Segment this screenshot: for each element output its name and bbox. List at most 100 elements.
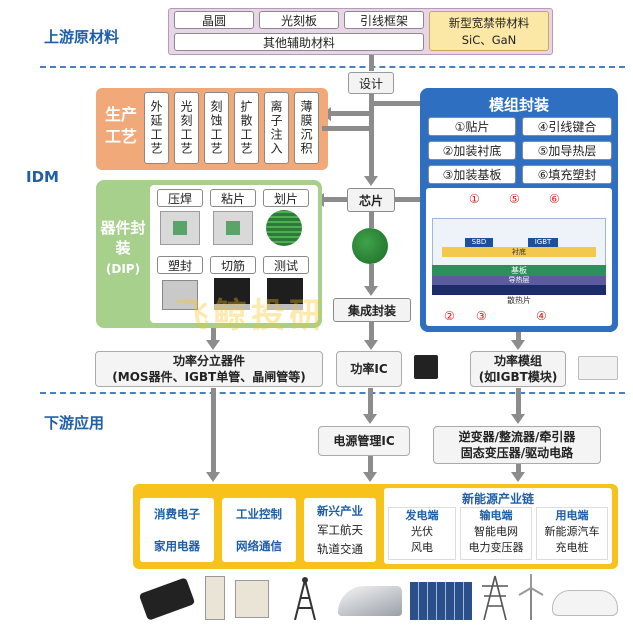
module-step-1: ①贴片 <box>428 117 516 136</box>
device-package-title: 器件封装 <box>100 219 146 257</box>
arrow-module-inverter <box>516 388 521 416</box>
ups-icon <box>235 580 269 618</box>
arrow-head-apps-3 <box>511 472 525 482</box>
step-testing: 测试 <box>263 256 309 274</box>
device-package-subtitle: (DIP) <box>105 262 141 276</box>
app-home-appliances: 家用电器 <box>154 538 200 553</box>
module-package-title: 模组封装 <box>488 96 549 114</box>
inverter-line1: 逆变器/整流器/牵引器 <box>458 430 576 444</box>
new-energy-panel <box>384 488 612 564</box>
watermark: 飞鲸投研 <box>175 296 327 336</box>
divider-downstream <box>40 392 625 394</box>
section-upstream-label: 上游原材料 <box>44 28 120 46</box>
inverter-box: 逆变器/整流器/牵引器 固态变压器/驱动电路 <box>433 426 601 464</box>
arrow-module-power <box>516 332 521 342</box>
material-wide-bandgap: 新型宽禁带材料 SiC、GaN <box>429 11 549 51</box>
trim-form-image <box>214 278 250 310</box>
wire-bond-image <box>160 211 200 245</box>
arrow-design-chip <box>369 94 374 178</box>
discrete-title: 功率分立器件 <box>172 354 245 368</box>
base-layer: 基板 <box>432 265 606 276</box>
generation-title: 发电端 <box>405 509 439 522</box>
consumption-title: 用电端 <box>555 509 589 522</box>
heatsink-label: 散热片 <box>507 296 531 305</box>
production-title: 生产工艺 <box>104 105 137 146</box>
antenna-tower-icon <box>290 574 320 621</box>
material-photomask: 光刻板 <box>259 11 339 29</box>
substrate-layer: 衬底 <box>442 247 596 257</box>
server-icon <box>205 576 225 620</box>
step-wire-bond: 压焊 <box>157 189 203 207</box>
thermal-layer: 导热层 <box>432 276 606 285</box>
module-step-6: ⑥填充塑封 <box>522 165 612 184</box>
testing-image <box>267 278 303 310</box>
heatsink-layer <box>432 285 606 295</box>
marker-5: ⑤ <box>509 192 520 206</box>
arrow-head-chip <box>364 176 378 186</box>
arrow-head-apps-1 <box>206 472 220 482</box>
solar-panel-icon <box>410 582 472 620</box>
divider-upstream <box>40 66 625 68</box>
wafer-icon <box>352 228 388 264</box>
step-thin-film: 薄膜沉积 <box>294 92 319 164</box>
app-emerging-title: 新兴产业 <box>317 503 363 518</box>
integrated-package-box: 集成封装 <box>333 298 411 322</box>
igbt-chip: IGBT <box>528 238 558 247</box>
arrow-head-inverter <box>511 414 525 424</box>
step-die-attach: 粘片 <box>210 189 256 207</box>
module-step-5: ⑤加导热层 <box>522 141 612 160</box>
power-module-title: 功率模组 <box>493 354 542 368</box>
bullet-train-icon <box>338 586 402 616</box>
power-pylon-icon <box>478 574 512 621</box>
ic-chip-image <box>414 355 438 379</box>
transmission-transformer: 电力变压器 <box>468 541 524 554</box>
arrow-head-integrated <box>364 286 378 296</box>
module-step-3: ③加装基板 <box>428 165 516 184</box>
wide-bandgap-title: 新型宽禁带材料 <box>448 16 530 30</box>
arrow-discrete-apps <box>211 388 216 474</box>
power-ic-box: 功率IC <box>336 351 402 387</box>
arrow-wafer-integrated <box>369 264 374 288</box>
marker-4: ④ <box>536 309 547 323</box>
arrow-head-ic <box>364 340 378 350</box>
step-diffusion: 扩散工艺 <box>234 92 259 164</box>
consumption-charger: 充电桩 <box>555 541 589 554</box>
inverter-line2: 固态变压器/驱动电路 <box>460 446 574 460</box>
arrow-integrated-ic <box>369 322 374 342</box>
step-ion-implant: 离子注入 <box>264 92 289 164</box>
step-etching: 刻蚀工艺 <box>204 92 229 164</box>
arrow-production-chip <box>322 126 370 131</box>
igbt-module-image <box>578 356 618 380</box>
new-energy-generation: 发电端 光伏 风电 <box>388 507 456 560</box>
arrow-pmic-apps <box>368 456 373 474</box>
arrow-head-power-module <box>511 340 525 350</box>
discrete-sub: (MOS器件、IGBT单管、晶闸管等) <box>112 370 306 384</box>
die-attach-image <box>213 211 253 245</box>
module-step-2: ②加装衬底 <box>428 141 516 160</box>
material-wafer: 晶圆 <box>174 11 254 29</box>
pmic-box: 电源管理IC <box>318 426 410 456</box>
wide-bandgap-sub: SiC、GaN <box>461 33 517 47</box>
arrow-chip-wafer <box>369 212 374 228</box>
consumption-ev: 新能源汽车 <box>544 525 600 538</box>
chip-box: 芯片 <box>347 188 395 212</box>
section-idm-label: IDM <box>26 168 59 186</box>
marker-3: ③ <box>476 309 487 323</box>
app-industrial: 工业控制 网络通信 <box>222 498 296 562</box>
app-industrial-control: 工业控制 <box>236 506 282 521</box>
transmission-grid: 智能电网 <box>474 525 518 538</box>
arrow-chip-device <box>322 197 348 202</box>
electric-car-icon <box>552 590 618 616</box>
marker-2: ② <box>444 309 455 323</box>
arrow-device-discrete <box>211 328 216 342</box>
arrow-head-pmic <box>363 414 377 424</box>
new-energy-title: 新能源产业链 <box>461 492 534 506</box>
marker-6: ⑥ <box>549 192 560 206</box>
new-energy-transmission: 输电端 智能电网 电力变压器 <box>460 507 532 560</box>
section-downstream-label: 下游应用 <box>44 414 105 432</box>
step-lithography: 光刻工艺 <box>174 92 199 164</box>
arrow-materials-design <box>369 55 374 71</box>
transmission-title: 输电端 <box>479 509 513 522</box>
app-consumer: 消费电子 家用电器 <box>140 498 214 562</box>
arrow-inverter-apps <box>516 464 521 474</box>
